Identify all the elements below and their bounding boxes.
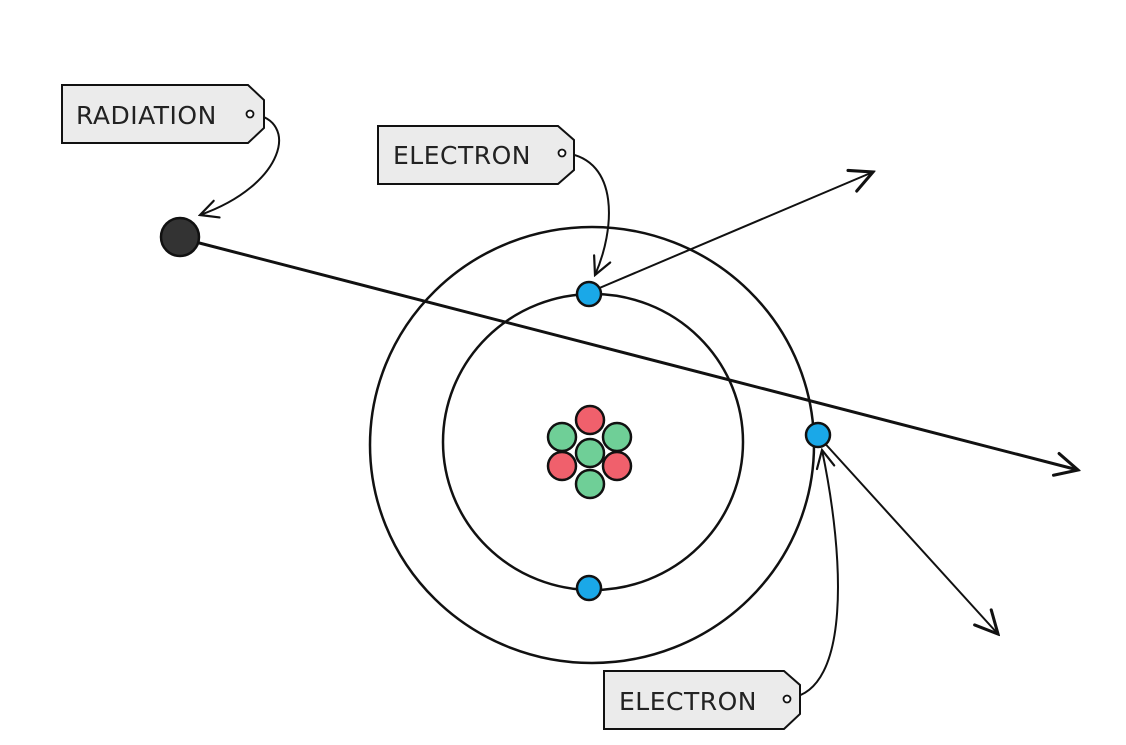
radiation-path-arrow — [179, 236, 1078, 470]
radiation-particle — [159, 216, 201, 258]
neutron — [601, 421, 633, 453]
radiation-label: RADIATION — [76, 101, 217, 130]
electron — [575, 574, 603, 602]
radiation-tag: RADIATION — [61, 84, 265, 144]
neutron — [546, 421, 578, 453]
neutron — [574, 468, 606, 500]
electron-bottom-tag: ELECTRON — [603, 670, 801, 730]
nucleus — [546, 404, 633, 500]
ejected-electron-arrow-top — [589, 172, 873, 293]
proton — [546, 450, 578, 482]
electron-bottom-label: ELECTRON — [619, 687, 757, 716]
neutron — [574, 437, 606, 469]
electron-top-tag: ELECTRON — [377, 125, 575, 185]
proton — [601, 450, 633, 482]
electron-top-pointer — [564, 152, 609, 275]
radiation-pointer — [200, 113, 280, 215]
electron-bottom-pointer — [789, 450, 839, 699]
proton — [574, 404, 606, 436]
ejected-electron-arrow-bottom — [819, 437, 998, 634]
electron — [575, 280, 603, 308]
electron-top-label: ELECTRON — [393, 141, 531, 170]
electron — [804, 421, 832, 449]
